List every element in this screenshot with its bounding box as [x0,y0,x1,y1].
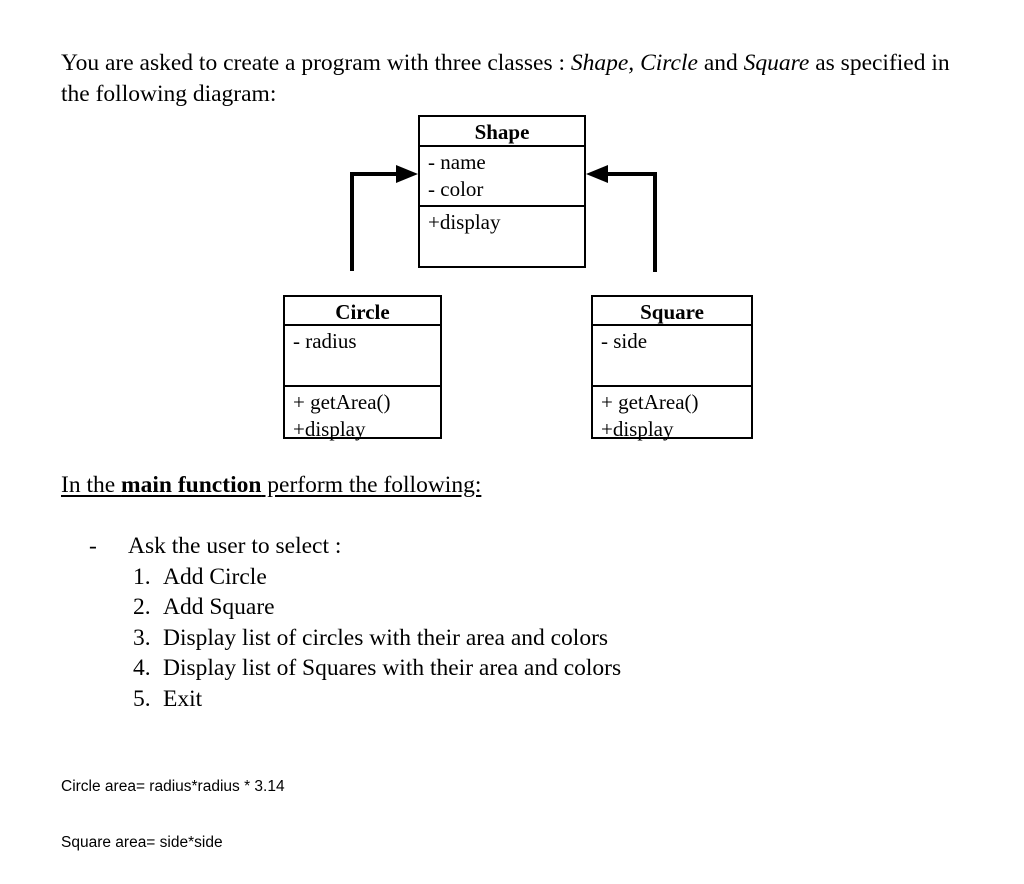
list-item-label: Display list of circles with their area … [163,624,609,651]
intro-class-square: Square [743,49,810,76]
uml-attribute: - color [428,177,484,201]
uml-operation: +display [601,417,674,441]
uml-attribute: - side [601,329,648,353]
uml-class-shape: Shape - name - color +display [418,115,586,268]
circle-area-formula: Circle area= radius*radius * 3.14 [61,778,285,795]
uml-class-square-operations: + getArea() +display [593,385,751,441]
task-bullet-marker: - [89,533,97,559]
intro-paragraph: You are asked to create a program with t… [61,48,951,110]
list-item: 5. Exit [133,684,621,714]
list-item-label: Display list of Squares with their area … [163,655,622,682]
task-numbered-list: 1. Add Circle 2. Add Square 3. Display list… [133,562,621,714]
main-function-heading: In the main function perform the followi… [61,470,481,500]
list-item-number: 2. [133,594,151,621]
list-item-number: 3. [133,624,151,651]
uml-class-circle-title: Circle [285,297,440,326]
uml-class-circle: Circle - radius + getArea() +display [283,295,442,441]
list-item-number: 5. [133,685,151,712]
list-item-label: Add Square [163,594,275,621]
uml-class-shape-title: Shape [420,117,584,147]
uml-class-shape-attributes: - name - color [420,147,584,205]
intro-class-circle: Circle [640,49,698,76]
uml-attribute: - name [428,150,486,174]
intro-class-shape: Shape, [570,49,635,76]
intro-suffix: as specified in the following diagram: [61,49,950,107]
heading-after: perform the following: [261,472,482,498]
list-item: 3. Display list of circles with their are… [133,623,621,653]
uml-class-circle-operations: + getArea() +display [285,385,440,441]
uml-class-square-title: Square [593,297,751,326]
intro-prefix: You are asked to create a program with t… [61,49,571,76]
list-item: 1. Add Circle [133,562,621,592]
uml-class-shape-operations: +display [420,205,584,266]
uml-operation: +display [428,210,501,234]
intro-conjunction: and [697,49,744,76]
uml-operation: +display [293,417,366,441]
uml-attribute: - radius [293,329,357,353]
heading-before: In the [61,472,122,498]
task-bullet: - Ask the user to select : [89,531,341,561]
inheritance-arrow-left [350,165,418,271]
list-item-number: 4. [133,655,151,682]
heading-bold: main function [121,472,262,498]
square-area-formula: Square area= side*side [61,834,223,851]
uml-operation: + getArea() [601,390,699,414]
task-bullet-text: Ask the user to select : [128,533,342,559]
uml-class-circle-attributes: - radius [285,326,440,385]
list-item-label: Exit [163,685,203,712]
list-item: 2. Add Square [133,592,621,622]
inheritance-arrow-right [586,165,657,272]
uml-class-square: Square - side + getArea() +display [591,295,753,441]
list-item-number: 1. [133,564,151,590]
uml-class-square-attributes: - side [593,326,751,385]
list-item-label: Add Circle [163,564,267,590]
list-item: 4. Display list of Squares with their are… [133,653,621,683]
uml-operation: + getArea() [293,390,391,414]
